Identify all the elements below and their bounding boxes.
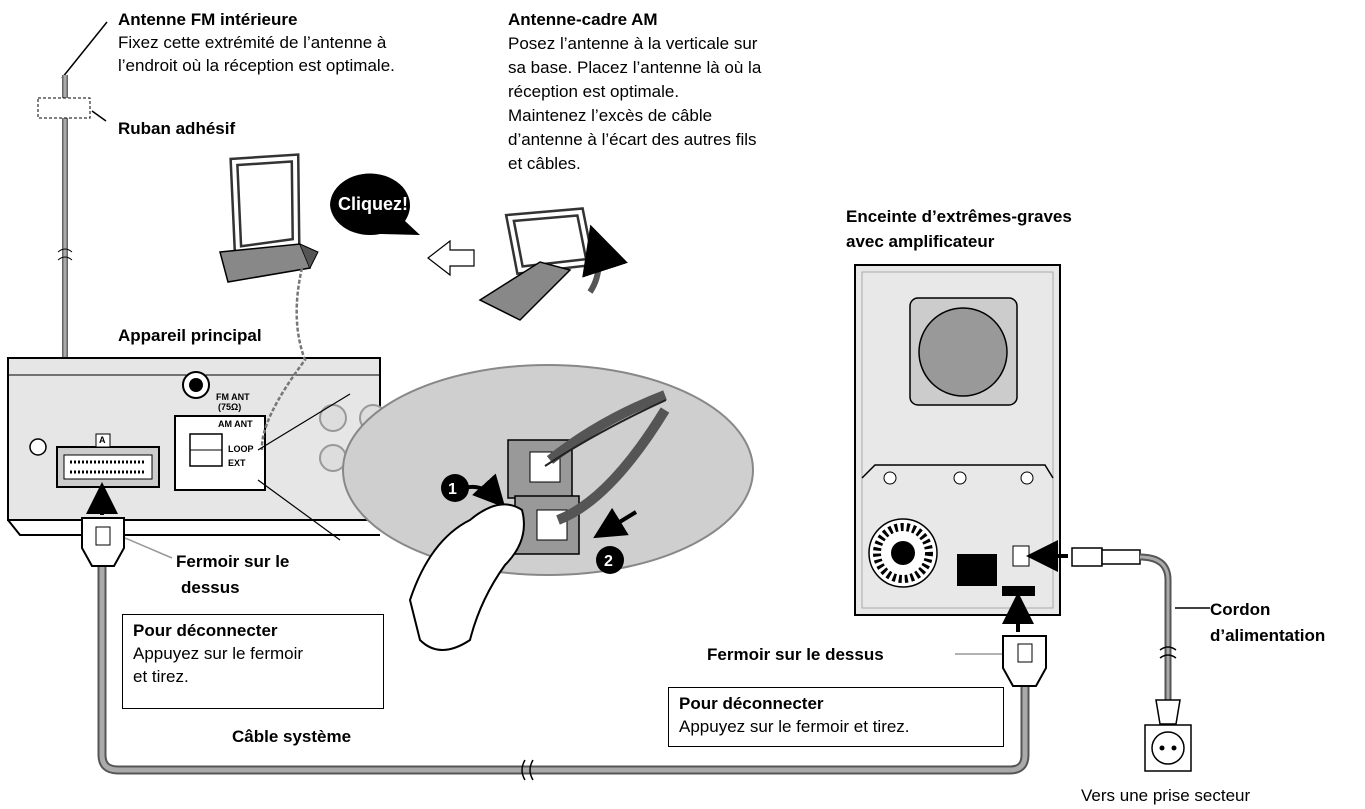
port-a-label: A: [99, 435, 106, 445]
subwoofer-unit: [854, 264, 1061, 616]
clasp-left-line1: Fermoir sur le: [176, 552, 290, 571]
right-cable-plug: [955, 635, 1047, 687]
am-antenna-line: et câbles.: [508, 154, 581, 173]
fm-antenna-title: Antenne FM intérieure: [118, 10, 298, 29]
fm-ohm-label: (75Ω): [218, 402, 242, 412]
am-antenna-line: Maintenez l’excès de câble: [508, 106, 713, 125]
am-ant-terminal: AM ANT: [218, 419, 253, 429]
main-unit-rear: [7, 357, 387, 536]
step-1-marker: 1: [448, 481, 457, 498]
main-unit-label: Appareil principal: [118, 326, 262, 345]
click-bubble: [330, 173, 420, 236]
ext-terminal: EXT: [228, 458, 246, 468]
fm-ant-terminal: FM ANT: [216, 392, 250, 402]
tape-label: Ruban adhésif: [118, 119, 236, 138]
subwoofer-line1: Enceinte d’extrêmes-graves: [846, 207, 1072, 226]
power-cord-line1: Cordon: [1210, 600, 1271, 619]
power-cord: [1071, 547, 1210, 772]
disconnect-left-line1: Appuyez sur le fermoir: [133, 644, 304, 663]
disconnect-left-line2: et tirez.: [133, 667, 189, 686]
system-cable: [97, 555, 1030, 781]
power-cord-line2: d’alimentation: [1210, 626, 1326, 645]
fm-antenna-line2: l’endroit où la réception est optimale.: [118, 56, 395, 75]
disconnect-right-title: Pour déconnecter: [679, 694, 824, 713]
am-antenna-line: sa base. Placez l’antenne là où la: [508, 58, 762, 77]
subwoofer-line2: avec amplificateur: [846, 232, 995, 251]
step-2-marker: 2: [604, 553, 613, 570]
disconnect-right-box: Pour déconnecter Appuyez sur le fermoir …: [668, 687, 1004, 747]
left-cable-plug: [81, 517, 173, 567]
clasp-left-line2: dessus: [181, 578, 240, 597]
hollow-arrow: [427, 239, 475, 277]
clasp-right-label: Fermoir sur le dessus: [707, 645, 884, 664]
disconnect-left-title: Pour déconnecter: [133, 621, 278, 640]
outlet-label: Vers une prise secteur: [1081, 786, 1251, 805]
am-antenna-line: d’antenne à l’écart des autres fils: [508, 130, 757, 149]
system-cable-label: Câble système: [232, 727, 352, 746]
fm-antenna-line1: Fixez cette extrémité de l’antenne à: [118, 33, 387, 52]
disconnect-right-line1: Appuyez sur le fermoir et tirez.: [679, 717, 910, 736]
click-bubble-text: Cliquez!: [338, 194, 408, 214]
am-loop-antenna: [219, 153, 319, 451]
disconnect-left-box: Pour déconnecter Appuyez sur le fermoir …: [122, 614, 384, 709]
loop-terminal: LOOP: [228, 444, 254, 454]
am-antenna-stand: [478, 207, 628, 321]
am-antenna-line: réception est optimale.: [508, 82, 680, 101]
am-antenna-title: Antenne-cadre AM: [508, 10, 658, 29]
am-antenna-line: Posez l’antenne à la verticale sur: [508, 34, 758, 53]
zoom-detail: [257, 364, 754, 651]
adhesive-tape: [37, 97, 107, 122]
